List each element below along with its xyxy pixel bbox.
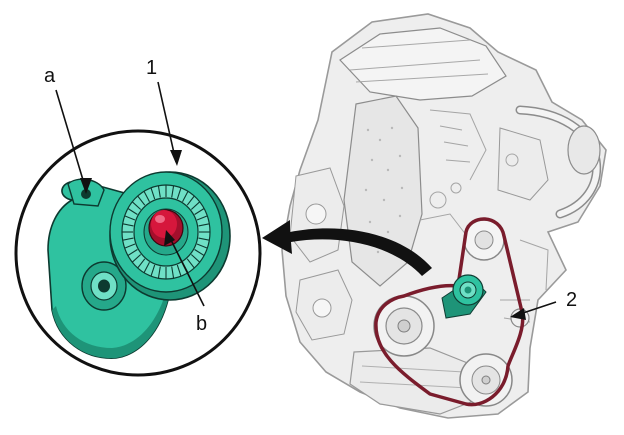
pulley-rib (198, 223, 210, 227)
accessory-belt (374, 217, 525, 407)
engine-illustration (281, 13, 607, 419)
tensioner-bolt (148, 209, 184, 247)
pulley-rib (176, 187, 182, 200)
pulley-rib (171, 185, 175, 198)
pulley-rib (196, 243, 208, 249)
pulley-rib (194, 249, 205, 256)
pulley-rib (150, 264, 156, 277)
pulley-rib (131, 201, 142, 210)
leader-line-a (55, 89, 87, 191)
pulley-rib (124, 243, 136, 249)
pulley-rib (143, 191, 150, 202)
curved-arrow-left-icon (262, 220, 432, 276)
pulley-ribs (122, 185, 210, 279)
pulley-rib (190, 201, 201, 210)
leader-arrowheads (80, 150, 526, 320)
pulley-rib (124, 215, 136, 221)
detail-view (14, 129, 262, 377)
crankshaft-pulley (373, 295, 435, 357)
pulley-rib (127, 208, 138, 215)
pulley-rib (194, 208, 205, 215)
pulley-rib (137, 258, 146, 269)
callout-a: a (44, 65, 56, 87)
pulley-rib (196, 215, 208, 221)
callout-b: b (196, 313, 207, 335)
pulley-rib (150, 187, 156, 200)
pulley-rib (171, 266, 175, 279)
pulley-rib (137, 195, 146, 206)
pulley-rib (186, 195, 195, 206)
pulley-rib (122, 223, 134, 227)
pulley-rib (122, 237, 134, 241)
callout-1: 1 (146, 57, 157, 79)
leader-line-b (167, 233, 205, 307)
pulley-rib (176, 264, 182, 277)
pulley-rib (198, 237, 210, 241)
pulley-rib (190, 254, 201, 263)
pulley-rib (186, 258, 195, 269)
pulley-rib (143, 262, 150, 273)
leader-line-1 (157, 81, 177, 163)
pulley-rib (182, 191, 189, 202)
pulley-rib (157, 185, 161, 198)
pulley-rib (157, 266, 161, 279)
pulley-rib (127, 249, 138, 256)
arm-boss (81, 261, 127, 311)
pulley-rib (131, 254, 142, 263)
tensioner-on-engine (441, 274, 487, 319)
callout-2: 2 (566, 289, 577, 311)
